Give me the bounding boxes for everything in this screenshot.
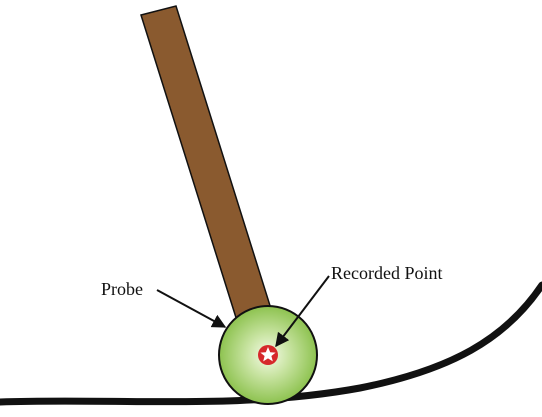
recorded-point-leader-arrow [275, 275, 330, 348]
probe-label: Probe [101, 279, 143, 299]
recorded-point-label: Recorded Point [331, 263, 442, 283]
probe-leader-arrow [156, 289, 227, 328]
recorded-point-marker-icon [258, 345, 278, 365]
measured-surface-curve [0, 281, 542, 406]
